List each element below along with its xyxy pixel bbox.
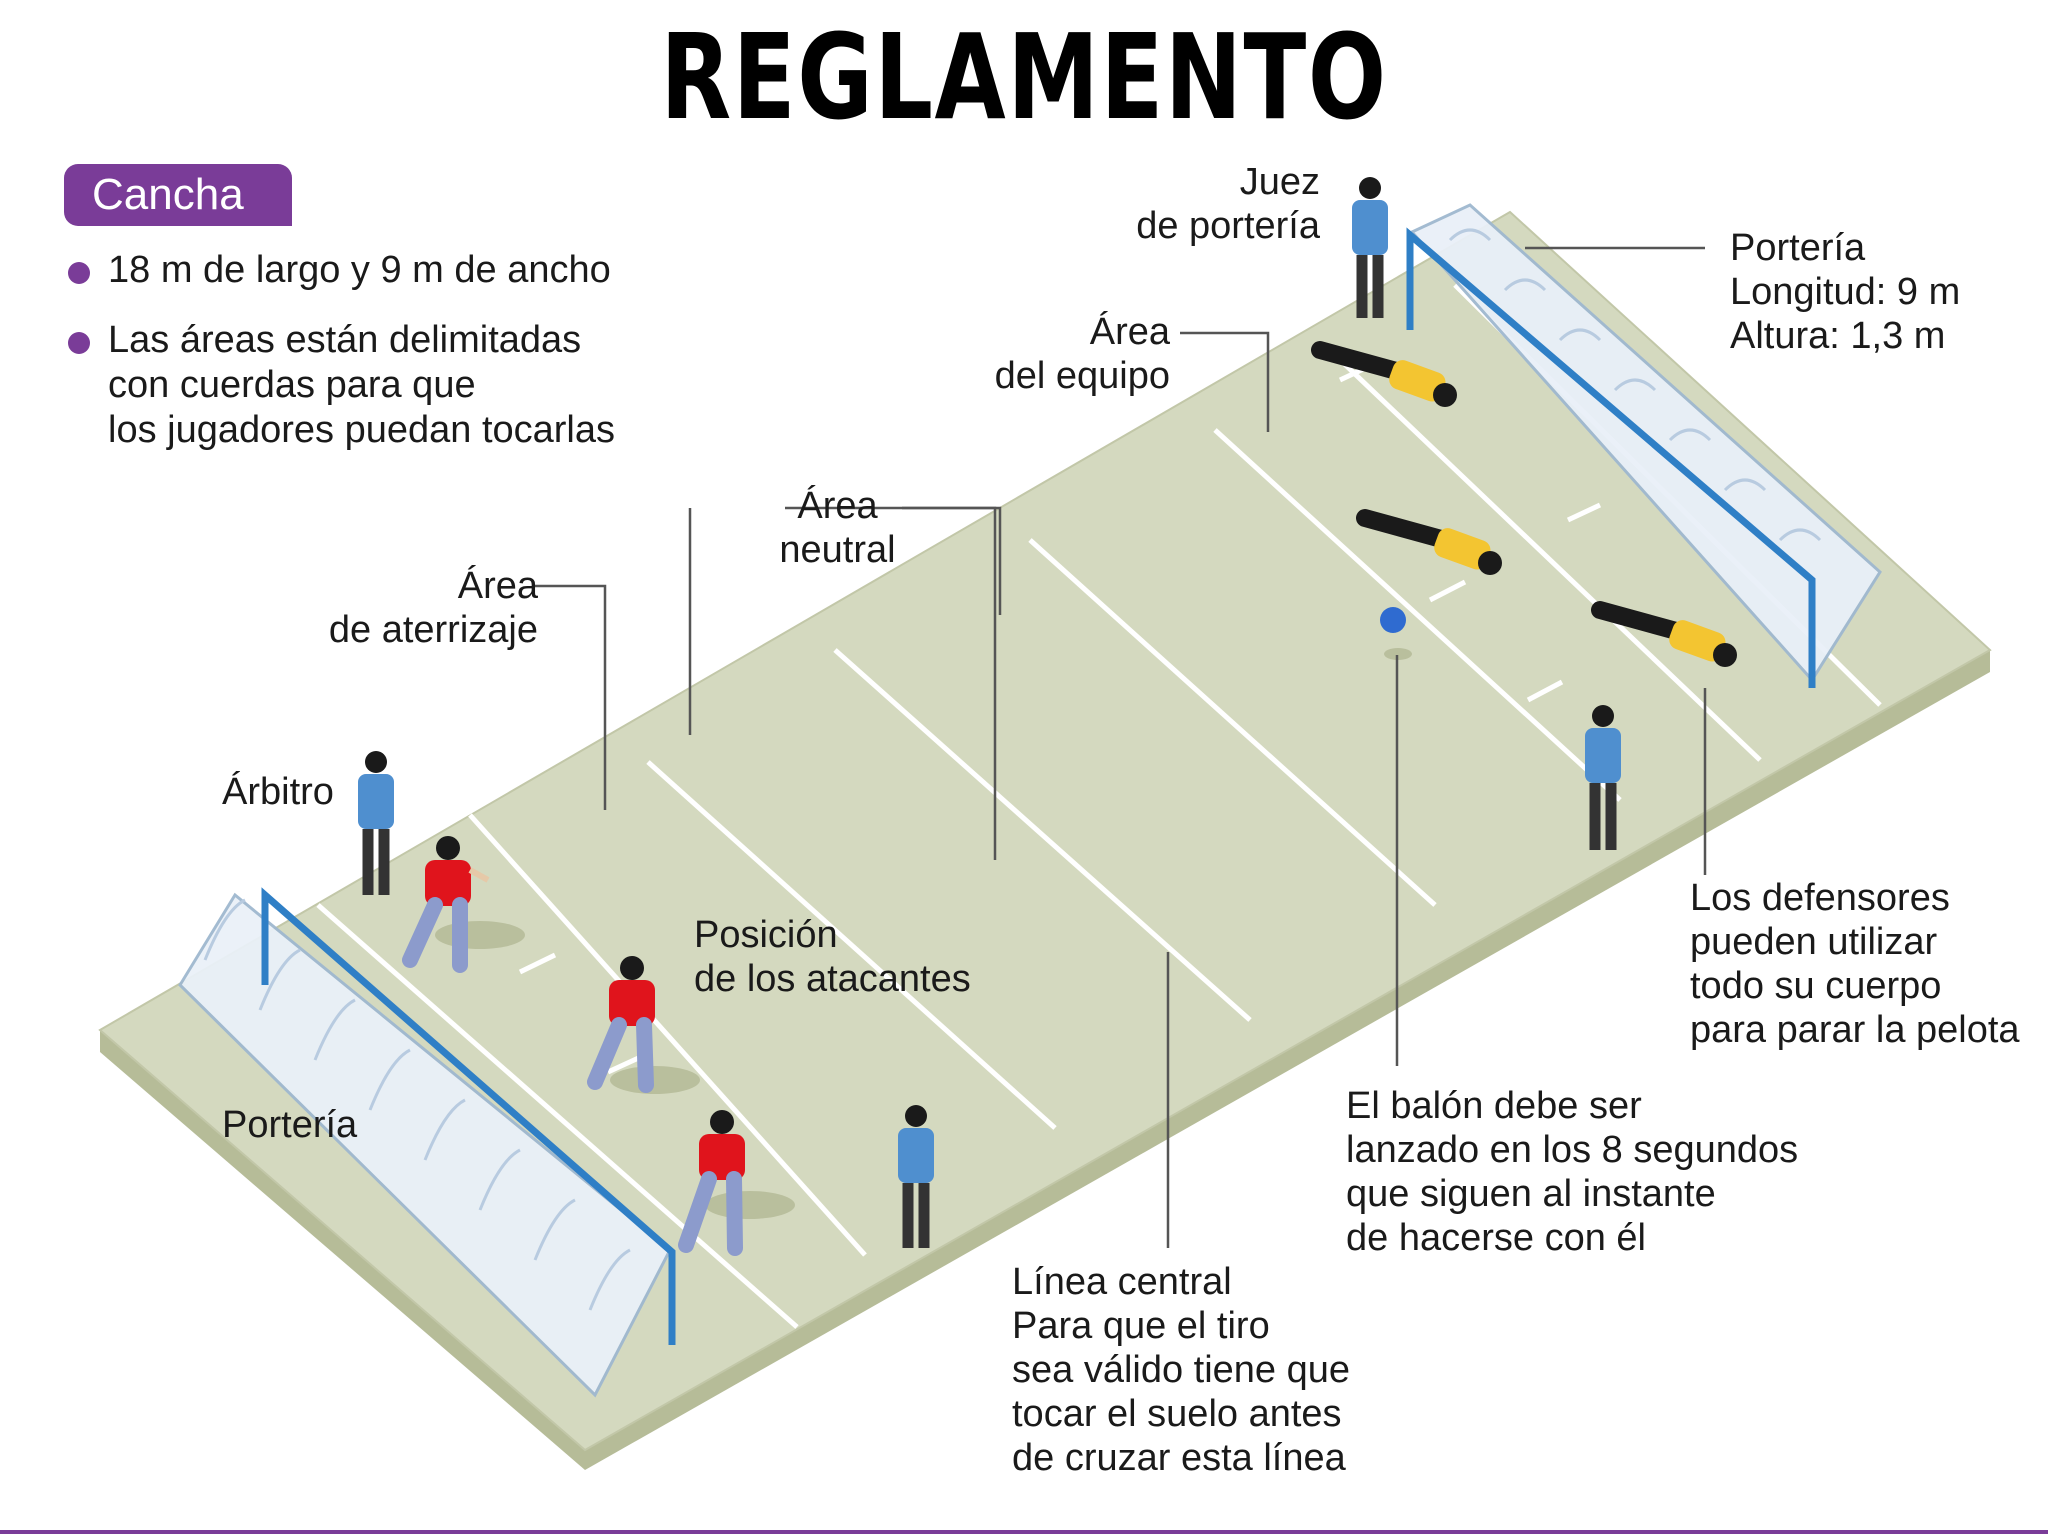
callout-line-area-equipo xyxy=(1180,331,1270,432)
label-porteria-left: Portería xyxy=(222,1104,358,1146)
attacker-player xyxy=(678,1110,745,1256)
cancha-bullet: Las áreas están delimitadas con cuerdas … xyxy=(68,318,615,453)
label-porteria-right: Portería Longitud: 9 m Altura: 1,3 m xyxy=(1730,227,1961,357)
defender-player xyxy=(1591,601,1737,667)
court-line xyxy=(1028,538,1437,907)
defender-player xyxy=(1356,509,1502,575)
court-line xyxy=(468,813,867,1257)
label-arbitro: Árbitro xyxy=(222,771,334,813)
label-posicion-atacantes: Posición de los atacantes xyxy=(694,914,971,1000)
ball-icon xyxy=(1380,607,1406,633)
near-goal xyxy=(178,887,676,1398)
far-goal xyxy=(1406,203,1882,688)
callout-line-area-neutral-right xyxy=(902,506,1002,615)
court-line xyxy=(1333,353,1762,762)
callout-lines xyxy=(535,246,1707,1248)
attacker-player xyxy=(587,956,655,1093)
cancha-bullet-text: 18 m de largo y 9 m de ancho xyxy=(108,249,611,291)
official-figure xyxy=(358,751,394,895)
court-line xyxy=(316,903,799,1329)
defender-player xyxy=(1311,341,1457,407)
label-area-equipo: Área del equipo xyxy=(994,311,1170,397)
label-area-aterrizaje: Área de aterrizaje xyxy=(328,565,538,651)
bottom-rule xyxy=(0,1530,2048,1534)
cancha-heading: Cancha xyxy=(64,164,292,226)
label-linea-central: Línea central Para que el tiro sea válid… xyxy=(1012,1261,1351,1479)
label-juez: Juez de portería xyxy=(1136,161,1320,247)
cancha-bullet: 18 m de largo y 9 m de ancho xyxy=(68,248,611,293)
bullet-dot-icon xyxy=(68,332,90,354)
court-line xyxy=(646,760,1057,1130)
label-balon: El balón debe ser lanzado en los 8 segun… xyxy=(1346,1085,1799,1259)
bullet-dot-icon xyxy=(68,262,90,284)
attacker-player xyxy=(402,836,490,973)
official-figure xyxy=(1585,705,1621,850)
label-area-neutral: Área neutral xyxy=(779,485,896,571)
page-title: REGLAMENTO xyxy=(660,8,1388,146)
callout-line-aterrizaje xyxy=(535,584,607,810)
court-surface xyxy=(98,210,1992,1452)
official-figure xyxy=(898,1105,934,1248)
court-line xyxy=(833,648,1252,1022)
cancha-bullet-text: Las áreas están delimitadas con cuerdas … xyxy=(108,319,616,451)
court-line xyxy=(1213,428,1622,802)
label-defensores: Los defensores pueden utilizar todo su c… xyxy=(1690,877,2020,1051)
official-figure xyxy=(1352,177,1388,318)
